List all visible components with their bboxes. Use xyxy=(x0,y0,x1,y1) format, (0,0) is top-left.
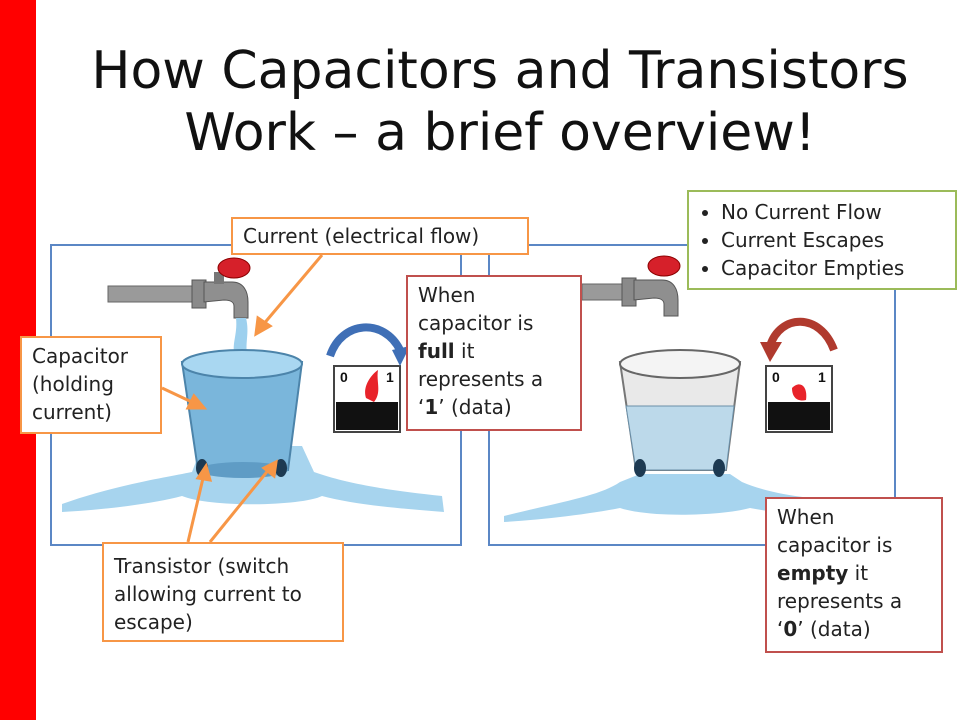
bucket-rim-empty xyxy=(619,349,741,379)
rotation-arrow-clockwise xyxy=(326,323,404,358)
arrow-transistor-left xyxy=(186,473,206,543)
gauge-max-label: 1 xyxy=(386,369,394,385)
title-line-1: How Capacitors and Transistors xyxy=(91,41,909,101)
full-note-value: 1 xyxy=(424,395,439,419)
bullet-box: No Current Flow Current Escapes Capacito… xyxy=(687,190,957,290)
full-note-post: ’ (data) xyxy=(438,395,512,419)
current-label-box: Current (electrical flow) xyxy=(231,217,529,255)
bullet-list: No Current Flow Current Escapes Capacito… xyxy=(699,198,945,282)
bucket-rim xyxy=(181,349,303,379)
empty-note-mid: it represents a ‘ xyxy=(777,561,903,641)
water-stream xyxy=(233,318,248,358)
transistor-label-box: Transistor (switch allowing current to e… xyxy=(102,542,344,642)
faucet-valve-empty xyxy=(647,255,681,277)
faucet-body xyxy=(203,281,249,319)
slide-title: How Capacitors and Transistors Work – a … xyxy=(60,40,940,164)
empty-note-post: ’ (data) xyxy=(797,617,871,641)
title-line-2: Work – a brief overview! xyxy=(184,103,816,163)
bullet-item: Current Escapes xyxy=(721,226,945,254)
empty-note-pre: When capacitor is xyxy=(777,505,893,557)
bullet-item: No Current Flow xyxy=(721,198,945,226)
capacitor-label-box: Capacitor (holding current) xyxy=(20,336,162,434)
gauge-empty: 0 1 xyxy=(765,365,833,433)
full-note-box: When capacitor is full it represents a ‘… xyxy=(406,275,582,431)
gauge-empty-max-label: 1 xyxy=(818,369,826,385)
drain-hole-right xyxy=(713,459,725,477)
water-puddle xyxy=(62,446,444,512)
empty-note-bold: empty xyxy=(777,561,849,585)
arrow-current xyxy=(260,254,324,327)
faucet-valve xyxy=(217,257,251,279)
empty-capacitor-panel: 0 1 xyxy=(488,244,896,546)
gauge-min-label: 0 xyxy=(340,369,348,385)
transistor-hole-right xyxy=(275,459,287,477)
gauge-empty-min-label: 0 xyxy=(772,369,780,385)
bullet-item: Capacitor Empties xyxy=(721,254,945,282)
full-note-mid: it represents a ‘ xyxy=(418,339,544,419)
full-note-bold: full xyxy=(418,339,455,363)
full-bucket-illustration: 0 1 xyxy=(62,257,444,512)
empty-note-value: 0 xyxy=(783,617,798,641)
gauge-full: 0 1 xyxy=(333,365,401,433)
drain-hole-left xyxy=(634,459,646,477)
faucet-body-empty xyxy=(633,279,679,317)
rotation-arrow-counterclockwise xyxy=(766,317,838,352)
full-note-pre: When capacitor is xyxy=(418,283,534,335)
empty-note-box: When capacitor is empty it represents a … xyxy=(765,497,943,653)
arrow-transistor-right xyxy=(208,467,272,543)
